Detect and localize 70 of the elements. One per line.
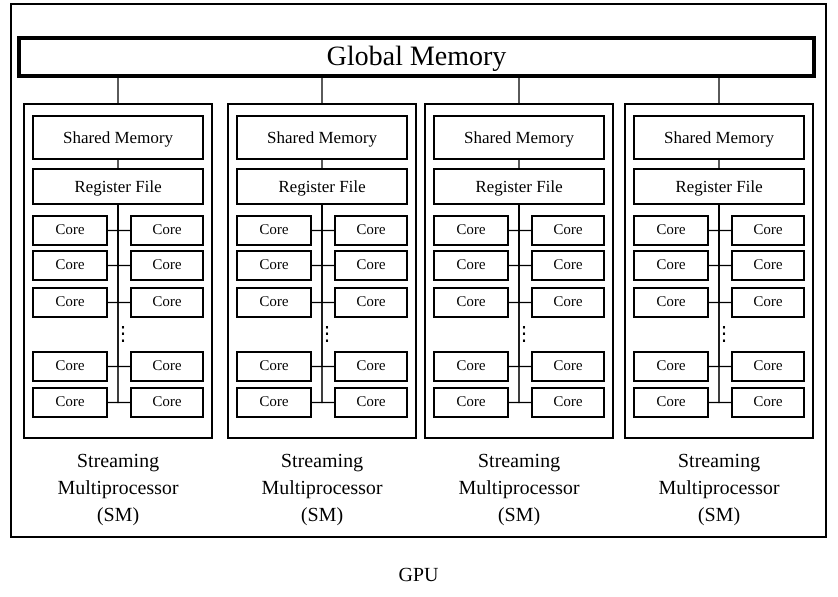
core-box: Core xyxy=(633,287,709,318)
core-box: Core xyxy=(531,287,605,318)
core-box: Core xyxy=(731,387,805,418)
ellipsis-dots: ⋮ xyxy=(714,323,726,345)
core-box: Core xyxy=(433,387,509,418)
connector-line xyxy=(518,78,520,103)
core-box: Core xyxy=(334,215,408,246)
multiprocessor-label: Streaming Multiprocessor (SM) xyxy=(56,449,180,528)
core-box: Core xyxy=(633,351,709,382)
core-box: Core xyxy=(236,387,312,418)
register-file-box: Register File xyxy=(236,168,408,205)
core-box: Core xyxy=(32,215,108,246)
memory-box: Shared Memory xyxy=(633,115,805,160)
memory-box: Shared Memory xyxy=(32,115,204,160)
connector-line xyxy=(321,78,323,103)
core-box: Core xyxy=(130,387,204,418)
multiprocessor-label: Streaming Multiprocessor (SM) xyxy=(657,449,781,528)
connector-line xyxy=(117,160,119,168)
core-box: Core xyxy=(633,215,709,246)
connector-line xyxy=(718,78,720,103)
core-box: Core xyxy=(236,351,312,382)
core-box: Core xyxy=(731,250,805,281)
connector-line xyxy=(117,78,119,103)
register-file-box: Register File xyxy=(433,168,605,205)
core-box: Core xyxy=(32,351,108,382)
gpu-label: GPU xyxy=(397,563,440,588)
core-box: Core xyxy=(531,351,605,382)
core-box: Core xyxy=(731,287,805,318)
core-box: Core xyxy=(130,351,204,382)
multiprocessor-label: Streaming Multiprocessor (SM) xyxy=(457,449,581,528)
core-box: Core xyxy=(633,387,709,418)
core-box: Core xyxy=(32,250,108,281)
core-box: Core xyxy=(130,215,204,246)
core-box: Core xyxy=(433,287,509,318)
core-box: Core xyxy=(334,250,408,281)
core-box: Core xyxy=(130,250,204,281)
core-box: Core xyxy=(236,287,312,318)
core-box: Core xyxy=(433,351,509,382)
core-box: Core xyxy=(334,351,408,382)
core-box: Core xyxy=(531,250,605,281)
connector-line xyxy=(718,160,720,168)
core-box: Core xyxy=(531,387,605,418)
core-box: Core xyxy=(433,215,509,246)
register-file-box: Register File xyxy=(32,168,204,205)
memory-box: Shared Memory xyxy=(433,115,605,160)
connector-line xyxy=(718,205,731,404)
core-box: Core xyxy=(236,215,312,246)
memory-box: Global Memory xyxy=(17,36,816,78)
register-file-box: Register File xyxy=(633,168,805,205)
ellipsis-dots: ⋮ xyxy=(113,323,125,345)
core-box: Core xyxy=(32,287,108,318)
core-box: Core xyxy=(334,287,408,318)
core-box: Core xyxy=(334,387,408,418)
connector-line xyxy=(117,205,130,404)
connector-line xyxy=(518,205,531,404)
connector-line xyxy=(518,160,520,168)
core-box: Core xyxy=(130,287,204,318)
core-box: Core xyxy=(731,215,805,246)
connector-line xyxy=(321,205,334,404)
ellipsis-dots: ⋮ xyxy=(317,323,329,345)
core-box: Core xyxy=(633,250,709,281)
connector-line xyxy=(321,160,323,168)
ellipsis-dots: ⋮ xyxy=(514,323,526,345)
core-box: Core xyxy=(236,250,312,281)
multiprocessor-label: Streaming Multiprocessor (SM) xyxy=(260,449,384,528)
core-box: Core xyxy=(731,351,805,382)
core-box: Core xyxy=(32,387,108,418)
memory-box: Shared Memory xyxy=(236,115,408,160)
core-box: Core xyxy=(433,250,509,281)
core-box: Core xyxy=(531,215,605,246)
